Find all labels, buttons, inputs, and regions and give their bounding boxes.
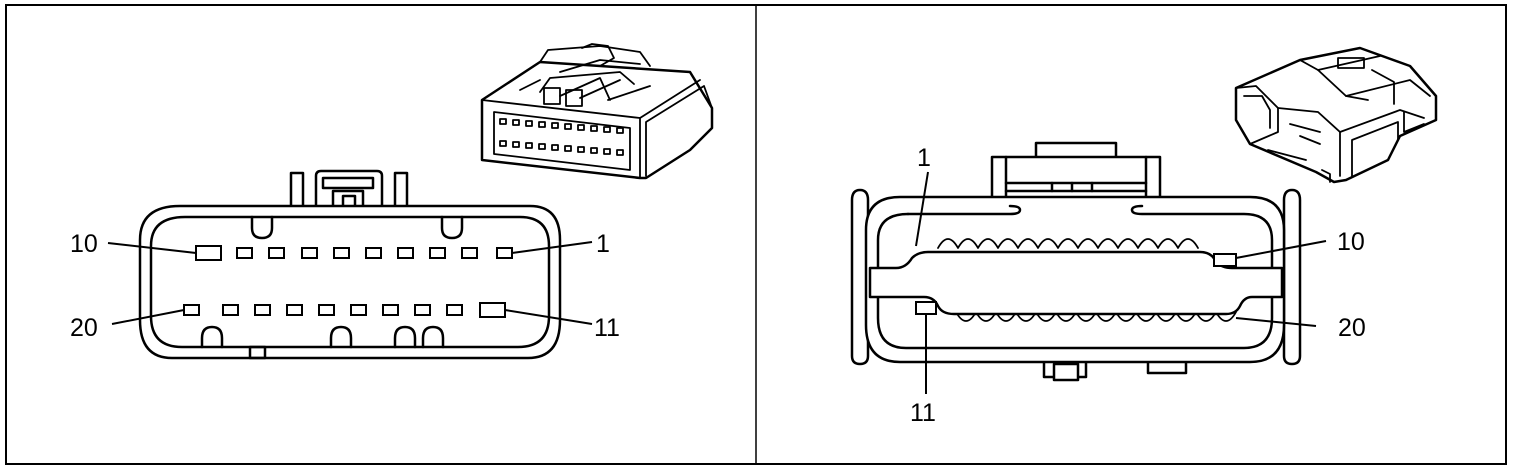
right-connector-face	[850, 141, 1302, 382]
left-connector-face	[138, 169, 562, 360]
left-pin-label-20: 20	[70, 314, 98, 342]
left-connector-panel: 10 1 20 11	[70, 43, 714, 360]
left-pin-label-10: 10	[70, 230, 98, 258]
right-connector-panel: 1 10 20 11	[850, 46, 1438, 427]
right-connector-isometric	[1234, 46, 1438, 184]
left-pin-label-11: 11	[594, 314, 620, 342]
right-pin-label-1: 1	[917, 144, 931, 172]
left-pin-label-1: 1	[596, 230, 610, 258]
right-pin-label-20: 20	[1338, 314, 1366, 342]
left-connector-isometric	[480, 43, 714, 180]
right-pin-label-11: 11	[910, 399, 936, 427]
right-pin-label-10: 10	[1337, 228, 1365, 256]
